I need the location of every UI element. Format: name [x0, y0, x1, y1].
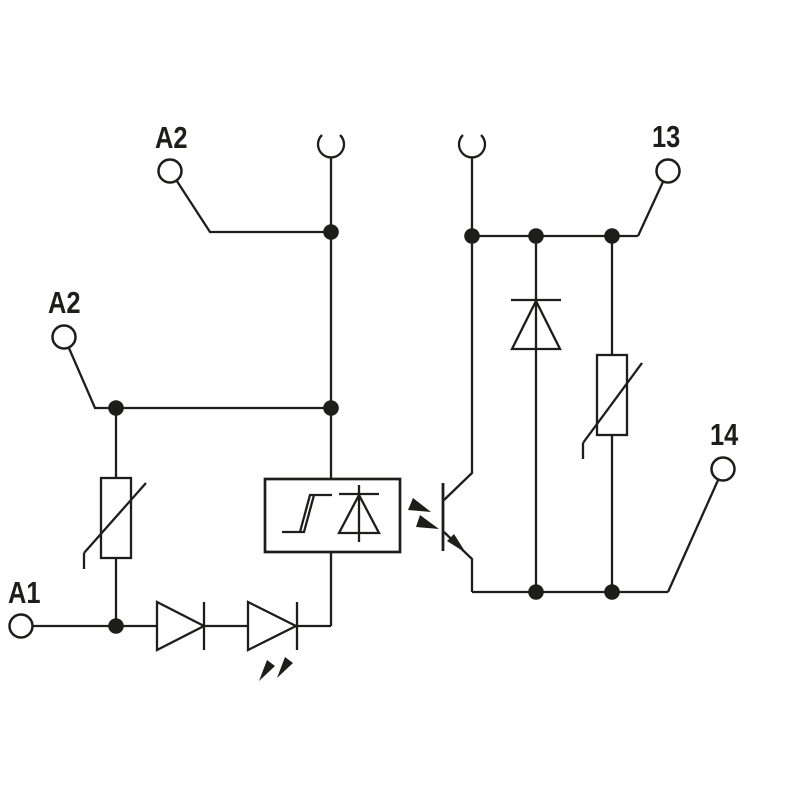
- light-arrow: [408, 498, 431, 512]
- terminal-label-14: 14: [710, 417, 739, 452]
- terminal-label-a1: A1: [8, 575, 41, 610]
- varistor-stroke: [582, 362, 643, 444]
- terminal-label-a2-mid: A2: [48, 285, 81, 320]
- terminal-circle: [157, 158, 183, 184]
- hysteresis-icon: [282, 493, 332, 534]
- optocoupler-light-arrows: [408, 498, 439, 529]
- led-light-arrow: [277, 657, 293, 678]
- varistor-output: [581, 236, 643, 592]
- junction-dot: [108, 618, 124, 634]
- terminal-13: [636, 158, 681, 237]
- output-suppressor-diode: [510, 236, 562, 592]
- terminal-14: [666, 456, 736, 593]
- hysteresis-stroke: [282, 494, 316, 534]
- diode-triangle: [155, 600, 207, 652]
- plug-connection-left: [316, 134, 346, 232]
- diode-triangle: [337, 492, 381, 535]
- box-outline: [263, 477, 402, 554]
- hysteresis-stroke: [298, 493, 332, 533]
- junction-dot: [323, 224, 339, 240]
- terminal-label-a2-top: A2: [155, 120, 188, 155]
- plug-connection-right: [457, 134, 487, 236]
- terminal-label-13: 13: [652, 119, 681, 154]
- terminal-circle: [51, 324, 77, 350]
- led-triangle: [246, 600, 299, 652]
- wire: [666, 479, 720, 593]
- optocoupler-phototransistor: [441, 236, 474, 592]
- output-bottom-bus: [472, 584, 668, 600]
- junction-dot: [604, 584, 620, 600]
- terminal-a2-mid: [51, 324, 331, 410]
- wire: [67, 347, 331, 410]
- suppressor-diode-icon: [337, 485, 381, 542]
- terminal-circle: [710, 456, 736, 482]
- wire: [175, 179, 331, 234]
- collector-wire: [443, 236, 474, 501]
- varistor-body: [595, 353, 629, 437]
- junction-dot: [528, 584, 544, 600]
- diode-triangle: [510, 298, 562, 351]
- varistor-input: [82, 408, 147, 626]
- terminal-a2-top: [157, 158, 331, 234]
- plug-arc-icon: [316, 134, 346, 159]
- light-arrow: [416, 515, 439, 529]
- varistor-stroke: [83, 482, 147, 554]
- terminal-a1: [8, 613, 157, 639]
- junction-dot: [464, 228, 480, 244]
- terminal-circle: [8, 613, 34, 639]
- status-led: [246, 600, 331, 681]
- series-diode: [155, 600, 248, 652]
- input-logic-box: [263, 477, 402, 554]
- led-light-arrow: [259, 660, 275, 681]
- terminal-circle: [655, 158, 681, 184]
- plug-arc-icon: [457, 134, 487, 159]
- wire: [636, 180, 665, 237]
- emitter-arrow: [447, 534, 466, 553]
